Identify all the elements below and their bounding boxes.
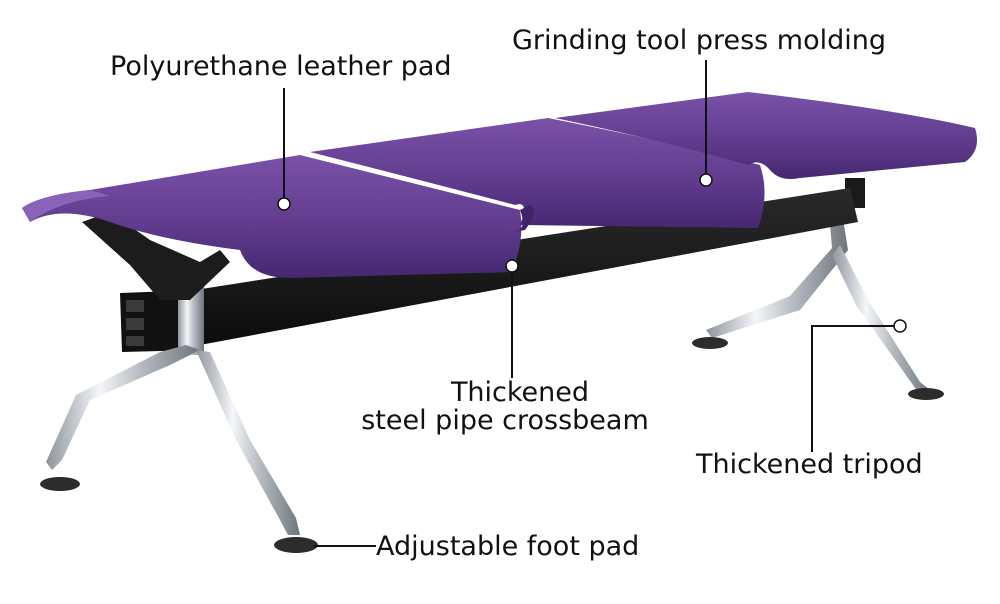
seat-left [22,155,522,278]
seat-bracket [82,212,230,300]
marker-dots [277,173,907,333]
label-tripod: Thickened tripod [696,449,923,480]
label-crossbeam-line1: Thickened [450,377,590,408]
label-foot-pad: Adjustable foot pad [376,531,640,562]
label-press-molding: Grinding tool press molding [512,25,887,56]
seat-middle [310,118,765,232]
seat-right [555,92,978,179]
leader-lines [283,60,900,547]
label-crossbeam-line2: steel pipe crossbeam [361,405,649,436]
label-leather-pad: Polyurethane leather pad [110,51,452,82]
